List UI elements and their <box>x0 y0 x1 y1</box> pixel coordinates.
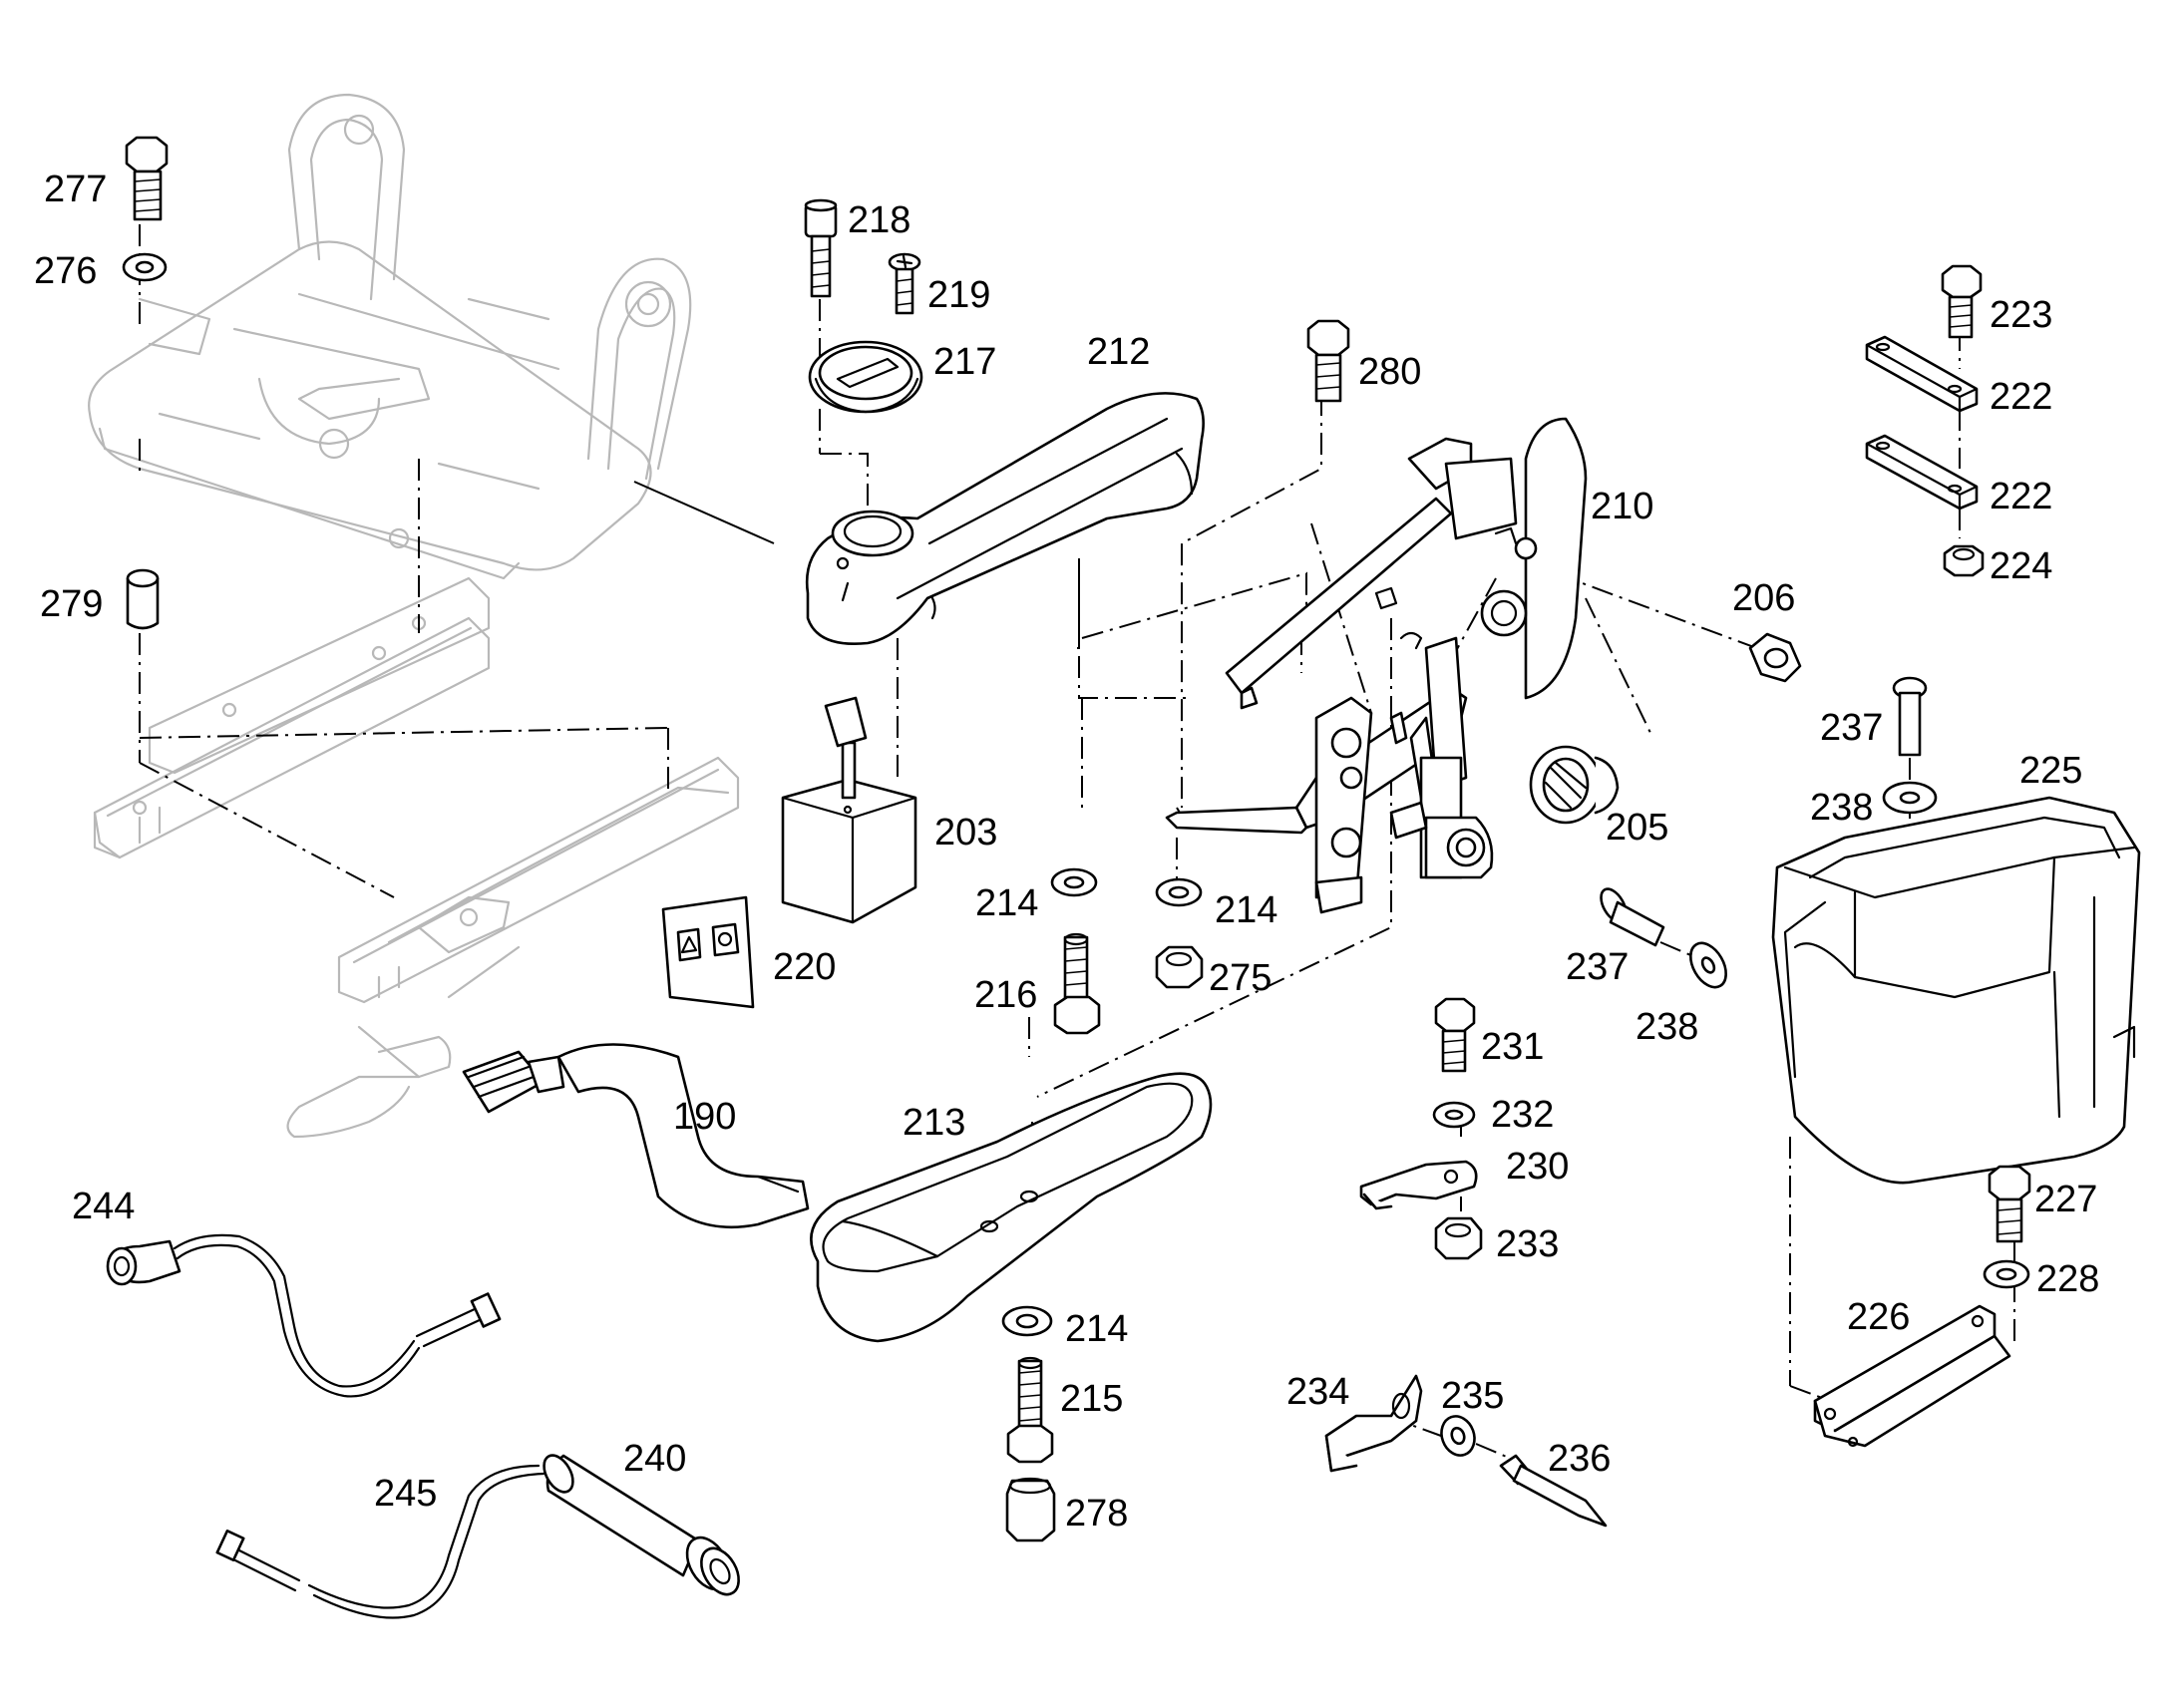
label-223: 223 <box>1990 294 2052 336</box>
part-235-washer <box>1440 1415 1476 1457</box>
part-213-tray <box>810 1072 1213 1343</box>
part-238-washer-lower <box>1689 941 1727 989</box>
label-218: 218 <box>848 199 910 241</box>
part-276-washer <box>122 252 168 282</box>
label-222-second: 222 <box>1990 476 2052 517</box>
label-214-third: 214 <box>1065 1308 1128 1350</box>
label-245: 245 <box>374 1473 437 1515</box>
part-230-clip <box>1359 1160 1478 1210</box>
label-276: 276 <box>34 250 97 292</box>
part-220-label-plate <box>661 895 755 1009</box>
part-222-plate-lower <box>1865 434 1979 511</box>
label-230: 230 <box>1506 1146 1569 1188</box>
label-279: 279 <box>40 583 103 625</box>
seat-frame-ghost <box>88 93 692 580</box>
part-216-bolt <box>1053 932 1101 1035</box>
label-236: 236 <box>1548 1438 1611 1480</box>
label-237-second: 237 <box>1566 946 1629 988</box>
label-190: 190 <box>673 1096 736 1138</box>
label-203: 203 <box>934 812 997 854</box>
label-222: 222 <box>1990 376 2052 418</box>
label-205: 205 <box>1606 807 1668 849</box>
part-223-bolt <box>1941 264 1983 339</box>
label-280: 280 <box>1358 351 1421 393</box>
part-214-washer-left <box>1050 867 1098 897</box>
label-278: 278 <box>1065 1493 1128 1535</box>
label-240: 240 <box>623 1438 686 1480</box>
label-224: 224 <box>1990 545 2052 587</box>
part-210-bracket <box>1165 417 1588 914</box>
label-210: 210 <box>1591 486 1653 527</box>
part-219-screw <box>888 252 921 315</box>
part-234-bracket <box>1324 1374 1423 1473</box>
label-214-second: 214 <box>1215 889 1277 931</box>
label-225: 225 <box>2019 750 2082 792</box>
part-214-washer-bottom <box>1001 1305 1053 1337</box>
part-232-washer <box>1432 1101 1476 1129</box>
label-228: 228 <box>2036 1258 2099 1300</box>
label-213: 213 <box>903 1102 965 1144</box>
part-244-sensor-cable <box>106 1233 502 1398</box>
label-231: 231 <box>1481 1026 1544 1068</box>
part-280-bolt <box>1306 319 1350 403</box>
part-237-pin-upper <box>1892 676 1928 757</box>
label-277: 277 <box>44 169 107 210</box>
part-275-nut <box>1155 945 1204 989</box>
part-228-washer <box>1983 1259 2030 1289</box>
label-238-second: 238 <box>1635 1006 1698 1048</box>
part-226-angle-bracket <box>1813 1304 2011 1448</box>
label-214: 214 <box>975 882 1038 924</box>
part-237-pin-lower <box>1600 887 1665 947</box>
label-212: 212 <box>1087 331 1150 373</box>
part-236-pin <box>1499 1454 1608 1528</box>
part-217-cover-ring <box>808 340 923 414</box>
part-238-washer-upper <box>1882 781 1938 815</box>
part-number-labels: 277 276 279 218 219 217 212 280 223 222 … <box>34 169 2099 1535</box>
part-203-control-box <box>781 696 917 924</box>
label-234: 234 <box>1286 1371 1349 1413</box>
part-278-cap <box>1005 1477 1056 1542</box>
part-190-ribbon-cable <box>462 1043 810 1228</box>
assembly-leader-lines <box>139 224 2015 1462</box>
part-245-cable <box>215 1464 545 1619</box>
part-227-bolt <box>1988 1165 2031 1243</box>
label-219: 219 <box>927 274 990 316</box>
label-235: 235 <box>1441 1375 1504 1417</box>
part-222-plate-upper <box>1865 335 1979 413</box>
label-216: 216 <box>974 974 1037 1016</box>
label-206: 206 <box>1732 577 1795 619</box>
part-277-bolt <box>125 136 169 221</box>
label-227: 227 <box>2034 1179 2097 1220</box>
part-240-tube-sensor <box>543 1454 740 1596</box>
label-237: 237 <box>1820 707 1883 749</box>
label-244: 244 <box>72 1186 135 1227</box>
part-224-nut <box>1943 544 1985 577</box>
part-233-nut <box>1434 1216 1483 1260</box>
part-231-bolt <box>1434 997 1476 1073</box>
label-217: 217 <box>933 341 996 383</box>
label-220: 220 <box>773 946 836 988</box>
label-238: 238 <box>1810 787 1873 829</box>
part-225-storage-box <box>1771 796 2141 1185</box>
part-212-armrest <box>805 392 1205 645</box>
part-279-spacer <box>126 568 160 630</box>
label-226: 226 <box>1847 1296 1910 1338</box>
part-205-bushing <box>1529 745 1620 825</box>
part-206-nut <box>1748 632 1802 683</box>
part-218-screw <box>804 198 838 298</box>
part-215-bolt <box>1006 1356 1054 1464</box>
label-275: 275 <box>1209 957 1272 999</box>
label-232: 232 <box>1491 1094 1554 1136</box>
label-215: 215 <box>1060 1378 1123 1420</box>
part-214-washer-middle <box>1155 877 1203 907</box>
label-233: 233 <box>1496 1223 1559 1265</box>
